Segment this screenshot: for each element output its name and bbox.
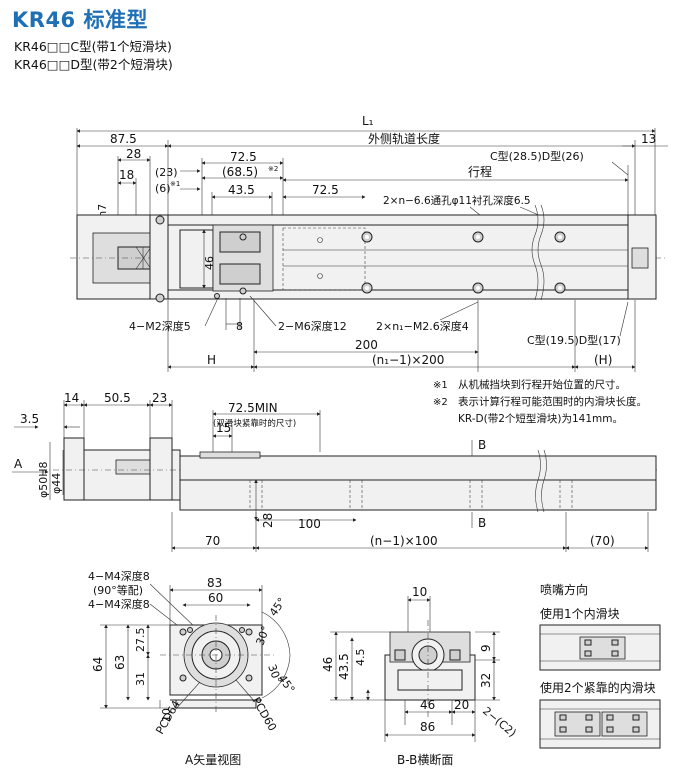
section-B-bottom: B [478,516,486,530]
note1-mark: ※1 [433,380,448,391]
bb-dim-32: 32 [479,673,493,688]
dim-87-5: 87.5 [110,132,137,146]
dim-H: H [207,353,216,367]
lube-title: 喷嘴方向 [540,582,588,597]
note-mark-1: ※1 [170,180,180,188]
dim-70: 70 [205,534,220,548]
dim-min-note: (双滑块紧靠时的尺寸) [213,418,296,429]
dim-43-5: 43.5 [228,183,255,197]
dim-28-side: 28 [261,513,275,528]
bb-c2: 2−(C2) [480,704,519,739]
dim-n1x200: (n₁−1)×200 [372,353,444,367]
bb-dim-46: 46 [321,657,335,672]
dim-3-5: 3.5 [20,412,39,426]
a-dim-10: 10 [160,708,173,722]
hole-note: 2×n−6.6通孔φ11衬孔深度6.5 [383,194,531,207]
note2-text: 表示计算行程可能范围时的内滑块长度。 [458,395,647,408]
lube-one-label: 使用1个内滑块 [540,606,620,621]
dim-100: 100 [298,517,321,531]
dim-68-5: (68.5) [222,165,258,179]
dim-L1: L₁ [362,114,374,128]
dim-m6: 2−M6深度12 [278,319,347,333]
dim-phi44: φ44 [50,473,63,494]
top-view: L₁ 87.5 外侧轨道长度 13 28 18 φ8h7 (23) (6) ※1… [70,114,668,372]
lube-two-label: 使用2个紧靠的内滑块 [540,680,656,695]
dim-phi50h8: φ50H8 [37,461,50,498]
a-m4-8-a: 4−M4深度8 [88,569,150,583]
bb-dim-86: 86 [420,720,435,734]
a-dim-60: 60 [208,591,223,605]
dim-8: 8 [236,320,243,333]
bb-view: 10 46 43.5 4.5 9 32 46 20 [321,585,519,767]
dim-14: 14 [64,391,79,405]
dim-Hp: (H) [594,353,612,367]
dim-stroke: 行程 [468,164,492,179]
dim-nx100: (n−1)×100 [370,534,438,548]
a-angle-30b: 30° [265,663,284,686]
dim-72-5-b: 72.5 [312,183,339,197]
a-dim-83: 83 [207,576,222,590]
dim-70p: (70) [590,534,615,548]
dim-18: 18 [119,168,134,182]
dim-23: 23 [152,391,167,405]
dim-28: 28 [126,147,141,161]
bb-dim-9: 9 [479,644,493,652]
lube-nozzle-panel: 喷嘴方向 使用1个内滑块 使用2个紧靠的内滑块 [539,582,661,749]
note3-text: KR-D(带2个短型滑块)为141mm。 [458,412,623,425]
bb-dim-4-5: 4.5 [354,649,367,667]
a-dim-63: 63 [113,655,127,670]
a-pcd64: PCD64 [153,698,183,736]
note1-text: 从机械挡块到行程开始位置的尺寸。 [458,378,626,391]
a-angle-45a: 45° [267,595,289,618]
page-title: KR46 标准型 [12,8,148,32]
bb-view-caption: B-B横断面 [397,752,453,767]
model-c-label: KR46□□C型(带1个短滑块) [14,39,172,54]
a-m4-8-b: 4−M4深度8 [88,597,150,611]
model-d-label: KR46□□D型(带2个短滑块) [14,57,173,72]
bb-dim-20: 20 [454,698,469,712]
dim-15: 15 [216,421,231,435]
bb-dim-10: 10 [412,585,427,599]
dim-6p: (6) [155,182,171,195]
bb-dim-43-5: 43.5 [337,653,351,680]
dim-200: 200 [355,338,378,352]
a-deg90: (90°等配) [93,583,143,597]
dim-m2-6: 2×n₁−M2.6深度4 [376,319,469,333]
a-view-caption: A矢量视图 [185,752,241,767]
a-view: 4−M4深度8 (90°等配) 4−M4深度8 83 60 64 63 27.5 [88,569,297,767]
dim-c-d-bottom: C型(19.5)D型(17) [527,333,621,347]
section-B-top: B [478,438,486,452]
notes: ※1 从机械挡块到行程开始位置的尺寸。 ※2 表示计算行程可能范围时的内滑块长度… [433,378,647,425]
bb-dim-46b: 46 [420,698,435,712]
dim-13: 13 [641,132,656,146]
dim-46: 46 [203,256,216,270]
a-dim-27-5: 27.5 [134,628,147,653]
a-dim-31: 31 [134,672,147,686]
note-mark-2: ※2 [268,165,278,173]
dim-72-5-a: 72.5 [230,150,257,164]
dim-72-5min: 72.5MIN [228,401,278,415]
a-dim-64: 64 [91,657,105,672]
dim-m2: 4−M2深度5 [129,319,191,333]
note2-mark: ※2 [433,397,448,408]
dim-23p: (23) [155,166,178,179]
a-angle-30a: 30° [254,624,273,647]
dim-50-5: 50.5 [104,391,131,405]
view-A-marker: A [14,457,23,471]
dim-c-d-top: C型(28.5)D型(26) [490,149,584,163]
side-view: 3.5 14 50.5 23 72.5MIN (双滑块紧靠时的尺寸) 15 A … [12,391,660,552]
dim-rail-length: 外侧轨道长度 [368,131,440,146]
